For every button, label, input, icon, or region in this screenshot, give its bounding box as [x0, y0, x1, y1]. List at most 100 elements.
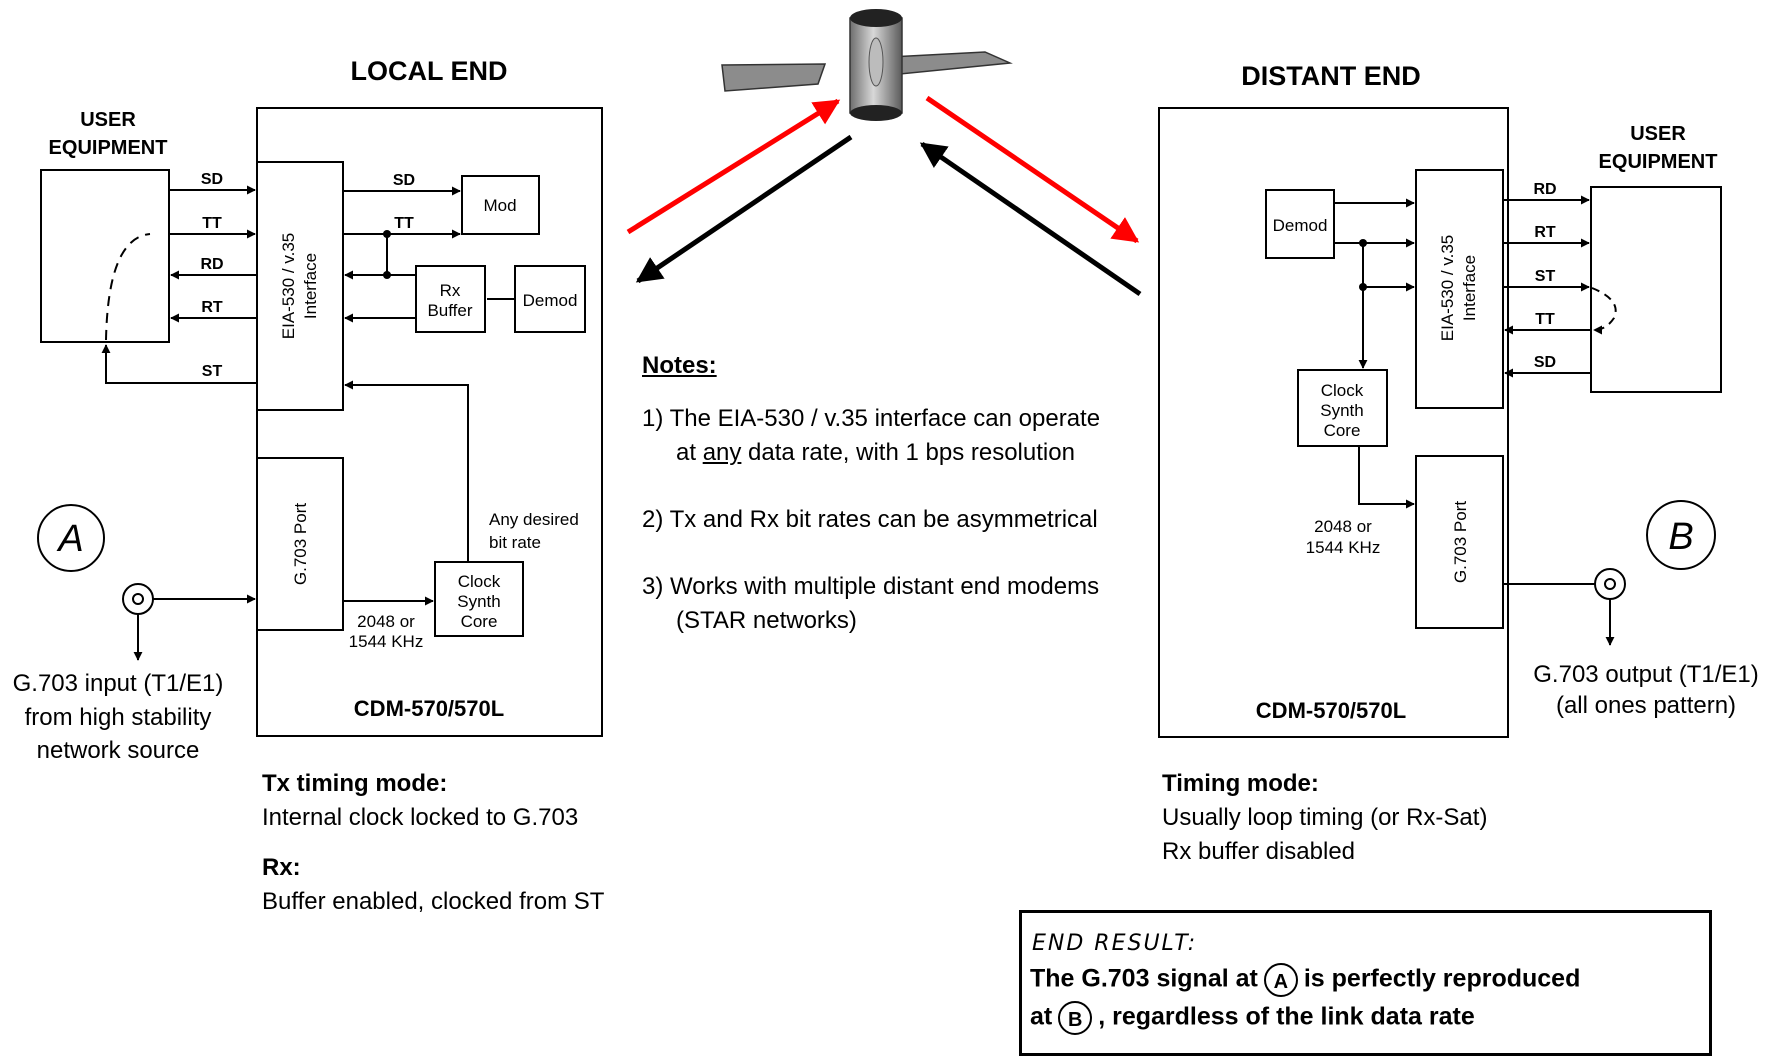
note-1: 1) The EIA-530 / v.35 interface can oper…	[642, 405, 1101, 466]
distant-demod-box	[1265, 189, 1335, 259]
rx-mode-title: Rx:	[262, 854, 301, 881]
local-user-equipment-label-2: EQUIPMENT	[49, 137, 168, 159]
distant-clock-label-1: Clock	[1321, 381, 1364, 400]
distant-g703-port-box	[1415, 455, 1504, 629]
distant-tt-label: TT	[1535, 311, 1555, 328]
local-modem-model: CDM-570/570L	[354, 696, 504, 721]
local-tt-label: TT	[202, 215, 222, 232]
distant-interface-label-1: EIA-530 / v.35	[1438, 235, 1457, 341]
uplink-arrow-local	[626, 98, 841, 235]
local-any-rate-label-2: bit rate	[489, 533, 541, 552]
distant-mode-title: Timing mode:	[1162, 770, 1319, 797]
distant-modem-box	[1158, 107, 1509, 738]
distant-user-equipment-box	[1590, 186, 1722, 393]
note-2: 2) Tx and Rx bit rates can be asymmetric…	[642, 506, 1098, 533]
local-mod-box	[461, 175, 540, 235]
satellite-icon	[721, 9, 1013, 121]
local-sd-to-mod-label: SD	[393, 172, 415, 189]
local-g703-port-label: G.703 Port	[291, 503, 310, 585]
distant-loop-dashed	[1591, 287, 1617, 335]
distant-clock-label-3: Core	[1324, 421, 1361, 440]
distant-coax-center-icon	[1604, 578, 1616, 590]
local-rt-label: RT	[201, 299, 223, 316]
downlink-arrow-distant	[925, 95, 1140, 244]
notes-block: Notes: 1) The EIA-530 / v.35 interface c…	[642, 352, 1112, 671]
point-b-marker	[1646, 500, 1716, 570]
distant-st-label: ST	[1535, 268, 1556, 285]
local-timing-block: Tx timing mode: Internal clock locked to…	[262, 767, 604, 919]
point-a-label: A	[56, 518, 83, 560]
local-coax-center-icon	[132, 593, 144, 605]
distant-freq-label-2: 1544 KHz	[1306, 538, 1381, 557]
local-g703-port-box	[256, 457, 344, 631]
local-clock-label-1: Clock	[458, 572, 501, 591]
tx-mode-title: Tx timing mode:	[262, 770, 448, 797]
distant-mode-text-2: Rx buffer disabled	[1162, 838, 1356, 865]
local-clock-label-2: Synth	[457, 592, 500, 611]
local-rd-label: RD	[200, 256, 223, 273]
distant-coax-connector-icon	[1594, 568, 1626, 600]
distant-interface-label-2: Interface	[1460, 255, 1479, 321]
local-clock-label-3: Core	[461, 612, 498, 631]
tx-mode-text: Internal clock locked to G.703	[262, 804, 579, 831]
distant-output-label-2: (all ones pattern)	[1556, 692, 1736, 719]
distant-timing-block: Timing mode: Usually loop timing (or Rx-…	[1162, 767, 1487, 869]
end-result-title: END RESULT:	[1032, 931, 1198, 956]
local-any-rate-label-1: Any desired	[489, 510, 579, 529]
distant-interface-box	[1415, 169, 1504, 409]
local-user-equipment-box	[40, 169, 170, 343]
distant-end-title: DISTANT END	[1241, 61, 1421, 91]
downlink-arrow-local	[635, 134, 853, 284]
local-demod-label: Demod	[523, 291, 578, 310]
distant-freq-label-1: 2048 or	[1314, 517, 1372, 536]
local-end-title: LOCAL END	[350, 56, 507, 86]
distant-user-equipment-label-1: USER	[1630, 123, 1686, 145]
distant-modem-model: CDM-570/570L	[1256, 698, 1406, 723]
local-junction-dot	[383, 230, 391, 238]
local-interface-box	[256, 161, 344, 411]
distant-rd-label: RD	[1533, 181, 1556, 198]
distant-sd-label: SD	[1534, 354, 1556, 371]
local-st-label: ST	[202, 363, 223, 380]
distant-demod-label: Demod	[1273, 216, 1328, 235]
distant-clock-label-2: Synth	[1320, 401, 1363, 420]
point-b-badge: B	[1058, 1001, 1093, 1035]
local-sd-label: SD	[201, 171, 223, 188]
local-interface-label-1: EIA-530 / v.35	[279, 233, 298, 339]
local-loop-dashed	[105, 233, 151, 341]
distant-mode-text-1: Usually loop timing (or Rx-Sat)	[1162, 804, 1488, 831]
local-rx-buffer-label-2: Buffer	[427, 301, 472, 320]
distant-rt-label: RT	[1534, 224, 1556, 241]
local-freq-label-1: 2048 or	[357, 612, 415, 631]
local-freq-label-2: 1544 KHz	[349, 632, 424, 651]
distant-clock-to-g703-line	[1358, 446, 1415, 509]
local-modem-box	[256, 107, 603, 737]
local-input-label-1: G.703 input (T1/E1)	[13, 670, 224, 697]
local-clock-synth-box	[434, 561, 524, 637]
local-rx-buffer-label-1: Rx	[440, 281, 461, 300]
point-a-badge: A	[1263, 963, 1298, 997]
distant-junction-dot	[1359, 239, 1367, 247]
local-input-label-3: network source	[37, 737, 200, 764]
local-st-line	[101, 344, 257, 384]
distant-clock-synth-box	[1297, 369, 1388, 447]
note-3: 3) Works with multiple distant end modem…	[642, 573, 1100, 634]
local-coax-connector-icon	[122, 583, 154, 615]
local-clock-to-interface-line	[344, 380, 469, 562]
local-tt-to-mod-label: TT	[394, 215, 414, 232]
uplink-arrow-distant	[919, 141, 1142, 297]
local-rx-buffer-box	[415, 265, 486, 333]
local-user-equipment-label-1: USER	[80, 109, 136, 131]
distant-output-label-1: G.703 output (T1/E1)	[1533, 661, 1758, 688]
point-b-label: B	[1668, 516, 1693, 558]
rx-mode-text: Buffer enabled, clocked from ST	[262, 888, 605, 915]
local-input-label-2: from high stability	[25, 704, 212, 731]
distant-user-equipment-label-2: EQUIPMENT	[1599, 151, 1718, 173]
point-a-marker	[37, 504, 105, 572]
local-interface-label-2: Interface	[301, 253, 320, 319]
